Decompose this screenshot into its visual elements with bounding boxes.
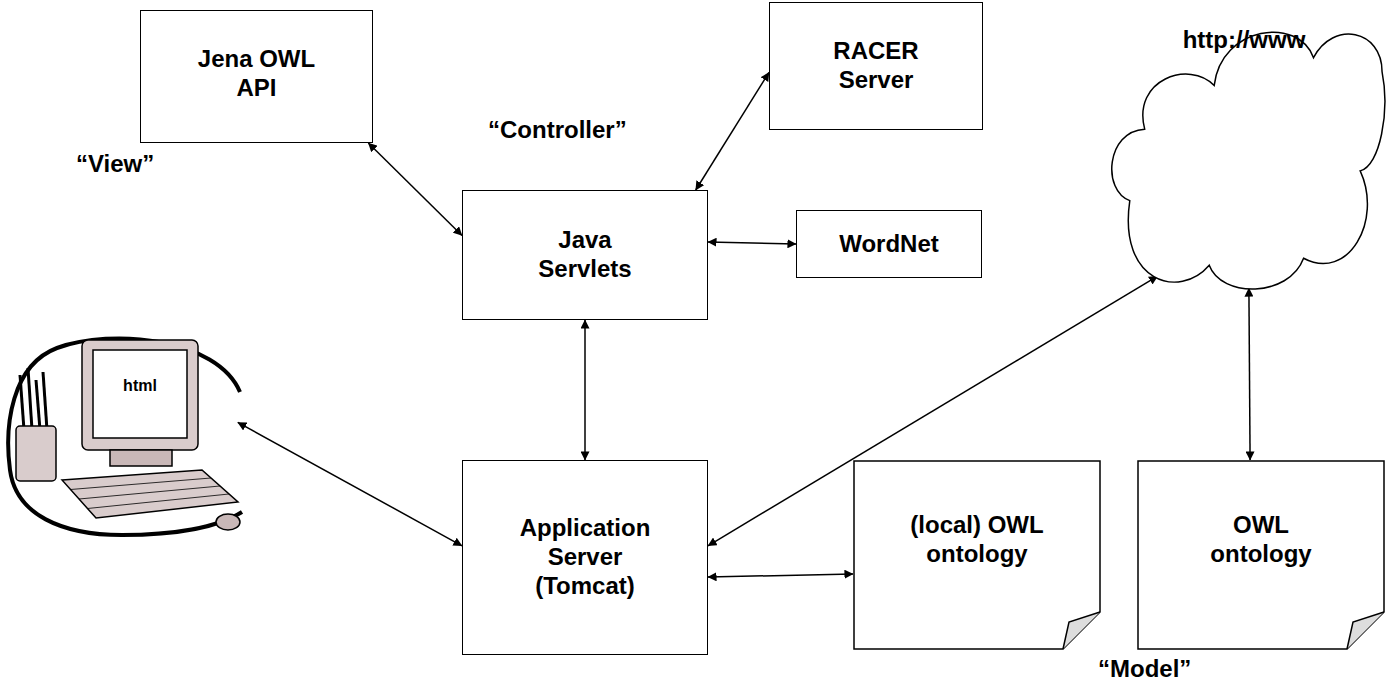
text-group: OWL ontology	[1201, 511, 1321, 569]
mouse	[216, 514, 240, 530]
text-group: WordNet	[839, 230, 939, 259]
document-outline	[854, 461, 1100, 649]
monitor	[82, 340, 198, 450]
text-group: Java Servlets	[530, 226, 640, 284]
pen	[28, 368, 32, 430]
app-server-box: Application Server (Tomcat)	[462, 460, 708, 655]
swoosh	[8, 338, 242, 535]
page-fold	[1347, 612, 1384, 649]
library-box: Jena OWL API	[140, 10, 373, 143]
node-text: Application Server (Tomcat)	[510, 514, 660, 600]
pen	[36, 380, 40, 430]
document-shape: OWL ontology	[1137, 460, 1385, 650]
node-text: Java Servlets	[530, 226, 640, 284]
pen-cup	[16, 426, 56, 481]
text-group: Jena OWL API	[197, 45, 317, 103]
connector	[696, 72, 769, 190]
text-group: http://www	[1183, 26, 1306, 55]
lexicon-box: WordNet	[796, 210, 982, 278]
server-box: RACER Server	[769, 2, 983, 130]
layer-label: “View”	[76, 150, 154, 178]
pen	[20, 375, 24, 430]
text-group: (local) OWL ontology	[902, 511, 1052, 569]
document-outline	[1138, 461, 1384, 649]
connector	[238, 422, 462, 545]
document-shape: (local) OWL ontology	[853, 460, 1101, 650]
connector	[708, 242, 796, 244]
monitor-stand	[110, 450, 172, 466]
cloud-outline	[1112, 32, 1385, 289]
keyboard	[62, 470, 238, 518]
key-row	[88, 494, 230, 509]
node-text: WordNet	[839, 230, 939, 259]
node-text: http://www	[1183, 26, 1306, 55]
pen	[43, 372, 47, 430]
computer-illustration	[8, 338, 242, 535]
node-text: RACER Server	[821, 37, 931, 95]
page-fold	[1063, 612, 1100, 649]
node-text: OWL ontology	[1201, 511, 1321, 569]
node-text: html	[123, 376, 157, 395]
text-group: RACER Server	[821, 37, 931, 95]
controller-box: Java Servlets	[462, 190, 708, 320]
node-text: Jena OWL API	[197, 45, 317, 103]
web-cloud: http://www	[1100, 2, 1388, 300]
connector	[1249, 288, 1250, 460]
text-group: html	[95, 376, 185, 395]
computer-outline	[2, 330, 264, 545]
connector	[708, 574, 853, 577]
screen	[93, 350, 187, 438]
text-group: Application Server (Tomcat)	[510, 514, 660, 600]
connector	[368, 143, 462, 236]
key-row	[71, 478, 212, 490]
layer-label: “Model”	[1098, 655, 1191, 683]
connector	[584, 320, 586, 460]
client-computer: html	[2, 330, 264, 545]
layer-label: “Controller”	[488, 116, 627, 144]
node-text: (local) OWL ontology	[902, 511, 1052, 569]
